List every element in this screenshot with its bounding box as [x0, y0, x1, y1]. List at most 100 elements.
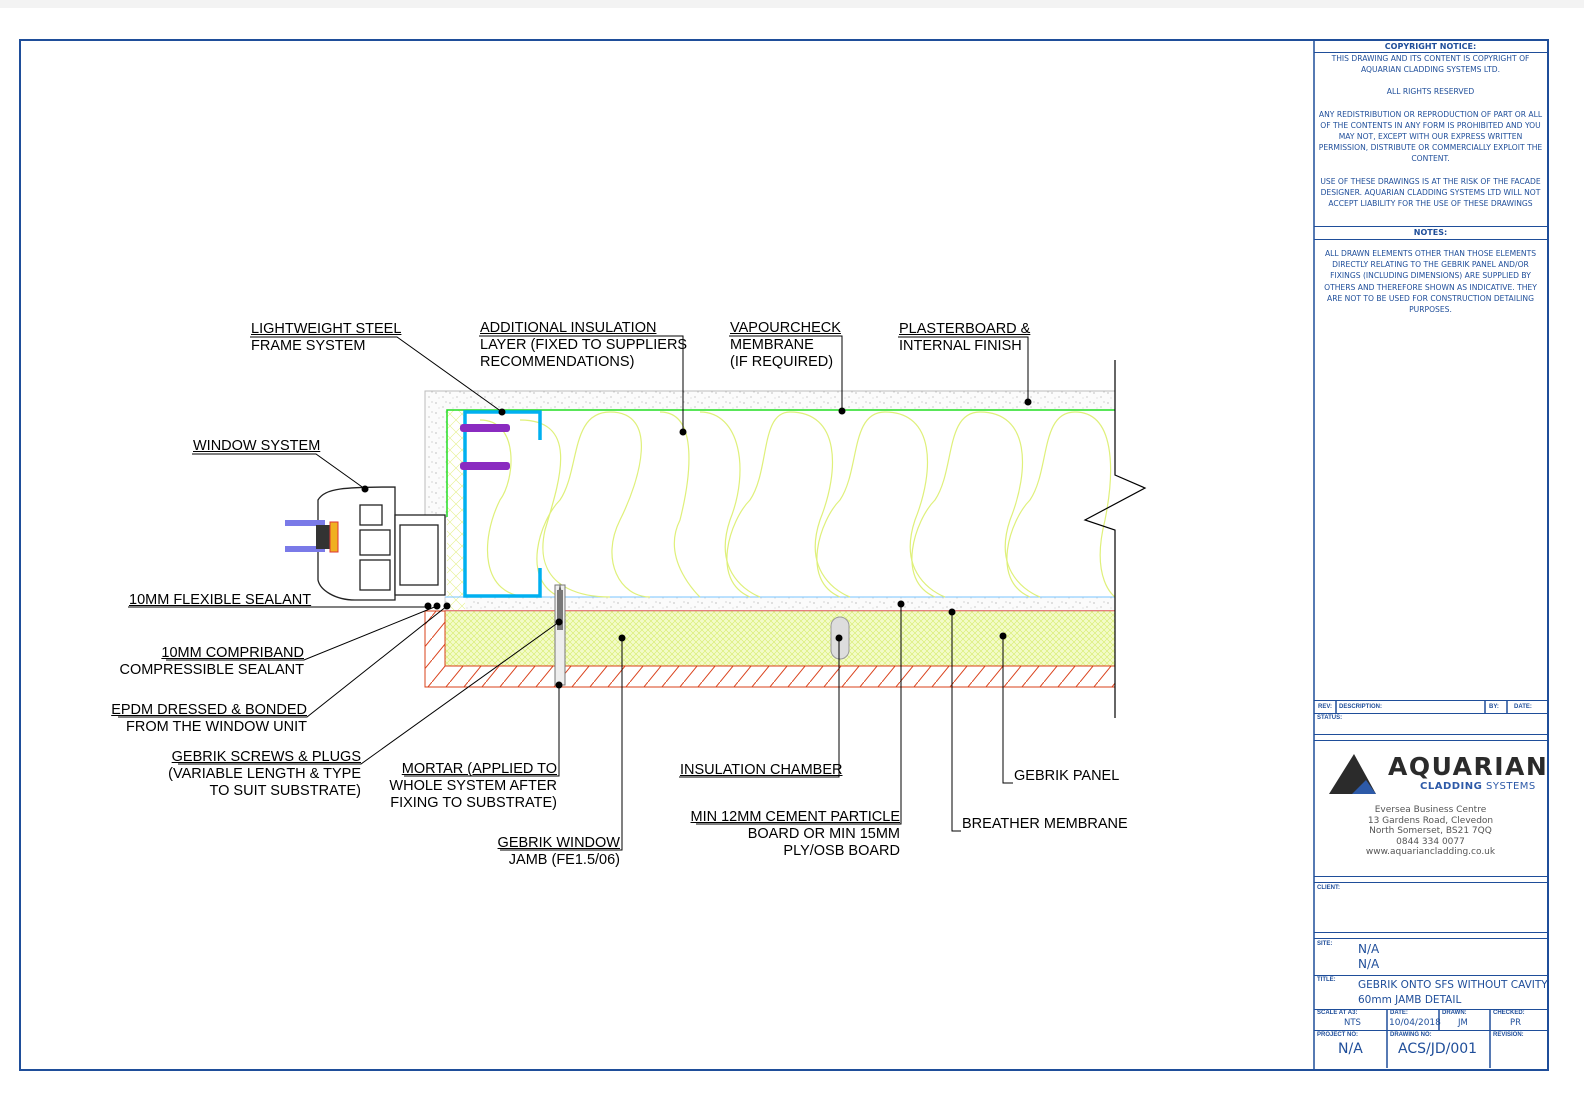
- rev-date-label: DATE:: [1514, 704, 1532, 710]
- copyright-paragraph: ALL RIGHTS RESERVED: [1386, 87, 1475, 97]
- revision-label: REVISION:: [1493, 1032, 1524, 1038]
- copyright-paragraph: ANY REDISTRIBUTION OR REPRODUCTION OF PA…: [1318, 109, 1543, 164]
- logo-sub-bold: CLADDING: [1420, 781, 1483, 792]
- leader-dots: [361, 398, 1032, 689]
- top-bar: [0, 0, 1584, 8]
- insulation-loops: [479, 411, 1116, 598]
- scale-value: NTS: [1344, 1018, 1361, 1028]
- label-line: LIGHTWEIGHT STEEL: [251, 321, 402, 337]
- window-system: [317, 486, 446, 601]
- title-line: GEBRIK ONTO SFS WITHOUT CAVITY: [1358, 979, 1548, 991]
- leader-lines: [118, 335, 1029, 851]
- logo-wordmark: AQUARIAN: [1388, 752, 1549, 781]
- label-line: (IF REQUIRED): [730, 354, 834, 370]
- date-value: 10/04/2018: [1389, 1018, 1441, 1028]
- description-label: DESCRIPTION:: [1339, 704, 1383, 710]
- date-label: DATE:: [1390, 1010, 1408, 1016]
- copyright-paragraph: USE OF THESE DRAWINGS IS AT THE RISK OF …: [1320, 176, 1541, 209]
- label-line: FIXING TO SUBSTRATE): [390, 795, 557, 811]
- glazing-pane: [285, 520, 325, 526]
- label-line: MIN 12MM CEMENT PARTICLE: [690, 809, 900, 825]
- label-line: MORTAR (APPLIED TO: [401, 761, 557, 777]
- label-window-system: WINDOW SYSTEM: [193, 438, 321, 454]
- label-line: JAMB (FE1.5/06): [508, 852, 620, 868]
- label-screws: GEBRIK SCREWS & PLUGS(VARIABLE LENGTH & …: [168, 749, 361, 800]
- frame-screw: [460, 424, 510, 470]
- label-line: TO SUIT SUBSTRATE): [209, 783, 361, 799]
- notes-heading: NOTES:: [1413, 228, 1448, 237]
- label-line: PLASTERBOARD &: [899, 321, 1031, 337]
- label-line: (VARIABLE LENGTH & TYPE: [168, 766, 361, 782]
- vapourcheck-membrane: [446, 409, 1115, 517]
- label-line: 10MM COMPRIBAND: [161, 645, 304, 661]
- drawing-title: GEBRIK ONTO SFS WITHOUT CAVITY 60mm JAMB …: [1358, 978, 1548, 1008]
- notes-text: ALL DRAWN ELEMENTS OTHER THAN THOSE ELEM…: [1324, 249, 1537, 315]
- plaster-bottom: [444, 596, 1116, 612]
- copyright-text: THIS DRAWING AND ITS CONTENT IS COPYRIGH…: [1314, 53, 1547, 209]
- title-block-grid: [1313, 39, 1508, 1069]
- label-line: RECOMMENDATIONS): [480, 354, 635, 370]
- sheet-border: [19, 39, 1549, 1071]
- copyright-paragraph: THIS DRAWING AND ITS CONTENT IS COPYRIGH…: [1331, 54, 1530, 75]
- site-label: SITE:: [1317, 941, 1333, 947]
- label-line: EPDM DRESSED & BONDED: [111, 702, 307, 718]
- break-line: [1083, 360, 1147, 718]
- label-line: PLY/OSB BOARD: [783, 843, 900, 859]
- site-value: N/A: [1358, 942, 1380, 956]
- glazing-gasket: [316, 525, 330, 549]
- company-logo: AQUARIAN CLADDING SYSTEMS: [1326, 748, 1547, 798]
- site-value: N/A: [1358, 957, 1380, 971]
- client-label: CLIENT:: [1317, 885, 1340, 891]
- title-line: 60mm JAMB DETAIL: [1358, 994, 1462, 1006]
- label-insulation-chamber: INSULATION CHAMBER: [680, 762, 843, 778]
- company-address: Eversea Business Centre 13 Gardens Road,…: [1314, 805, 1547, 858]
- label-line: BOARD OR MIN 15MM: [747, 826, 900, 842]
- logo-triangle-icon: [1329, 754, 1376, 794]
- checked-label: CHECKED:: [1493, 1010, 1525, 1016]
- label-line: FRAME SYSTEM: [251, 338, 366, 354]
- copyright-heading: COPYRIGHT NOTICE:: [1384, 42, 1477, 51]
- label-flexible-sealant: 10MM FLEXIBLE SEALANT: [129, 592, 312, 608]
- drawn-value: JM: [1458, 1018, 1468, 1028]
- compriband-strip: [447, 410, 465, 610]
- label-breather-membrane: BREATHER MEMBRANE: [962, 816, 1128, 832]
- label-line: ADDITIONAL INSULATION: [480, 320, 657, 336]
- label-line: VAPOURCHECK: [730, 320, 841, 336]
- rev-label: REV:: [1318, 704, 1333, 710]
- scale-label: SCALE AT A3:: [1317, 1010, 1358, 1016]
- label-line: GEBRIK WINDOW: [497, 835, 620, 851]
- checked-value: PR: [1510, 1018, 1522, 1028]
- steel-frame-stud: [463, 410, 542, 598]
- address-line: 13 Gardens Road, Clevedon: [1367, 815, 1494, 826]
- label-plasterboard: PLASTERBOARD &INTERNAL FINISH: [899, 321, 1030, 355]
- address-line: www.aquariancladding.co.uk: [1365, 847, 1496, 857]
- drawn-label: DRAWN:: [1442, 1010, 1467, 1016]
- label-line: MEMBRANE: [730, 337, 814, 353]
- label-line: INTERNAL FINISH: [899, 338, 1022, 354]
- status-label: STATUS:: [1317, 715, 1343, 721]
- by-label: BY:: [1489, 704, 1499, 710]
- project-value: N/A: [1338, 1041, 1363, 1057]
- project-label: PROJECT NO:: [1317, 1032, 1359, 1038]
- address-line: North Somerset, BS21 7QQ: [1369, 826, 1492, 836]
- logo-sub: SYSTEMS: [1486, 781, 1536, 792]
- label-line: GEBRIK SCREWS & PLUGS: [171, 749, 361, 765]
- logo-subtitle: CLADDING SYSTEMS: [1420, 781, 1536, 792]
- glazing-pane: [285, 546, 325, 552]
- label-line: WHOLE SYSTEM AFTER: [389, 778, 557, 794]
- label-line: FROM THE WINDOW UNIT: [126, 719, 307, 735]
- label-line: LAYER (FIXED TO SUPPLIERS: [480, 337, 688, 353]
- glazing-bead: [329, 521, 339, 553]
- address-line: Eversea Business Centre: [1374, 805, 1487, 815]
- address-line: 0844 334 0077: [1396, 836, 1465, 847]
- drawing-no-value: ACS/JD/001: [1398, 1041, 1478, 1057]
